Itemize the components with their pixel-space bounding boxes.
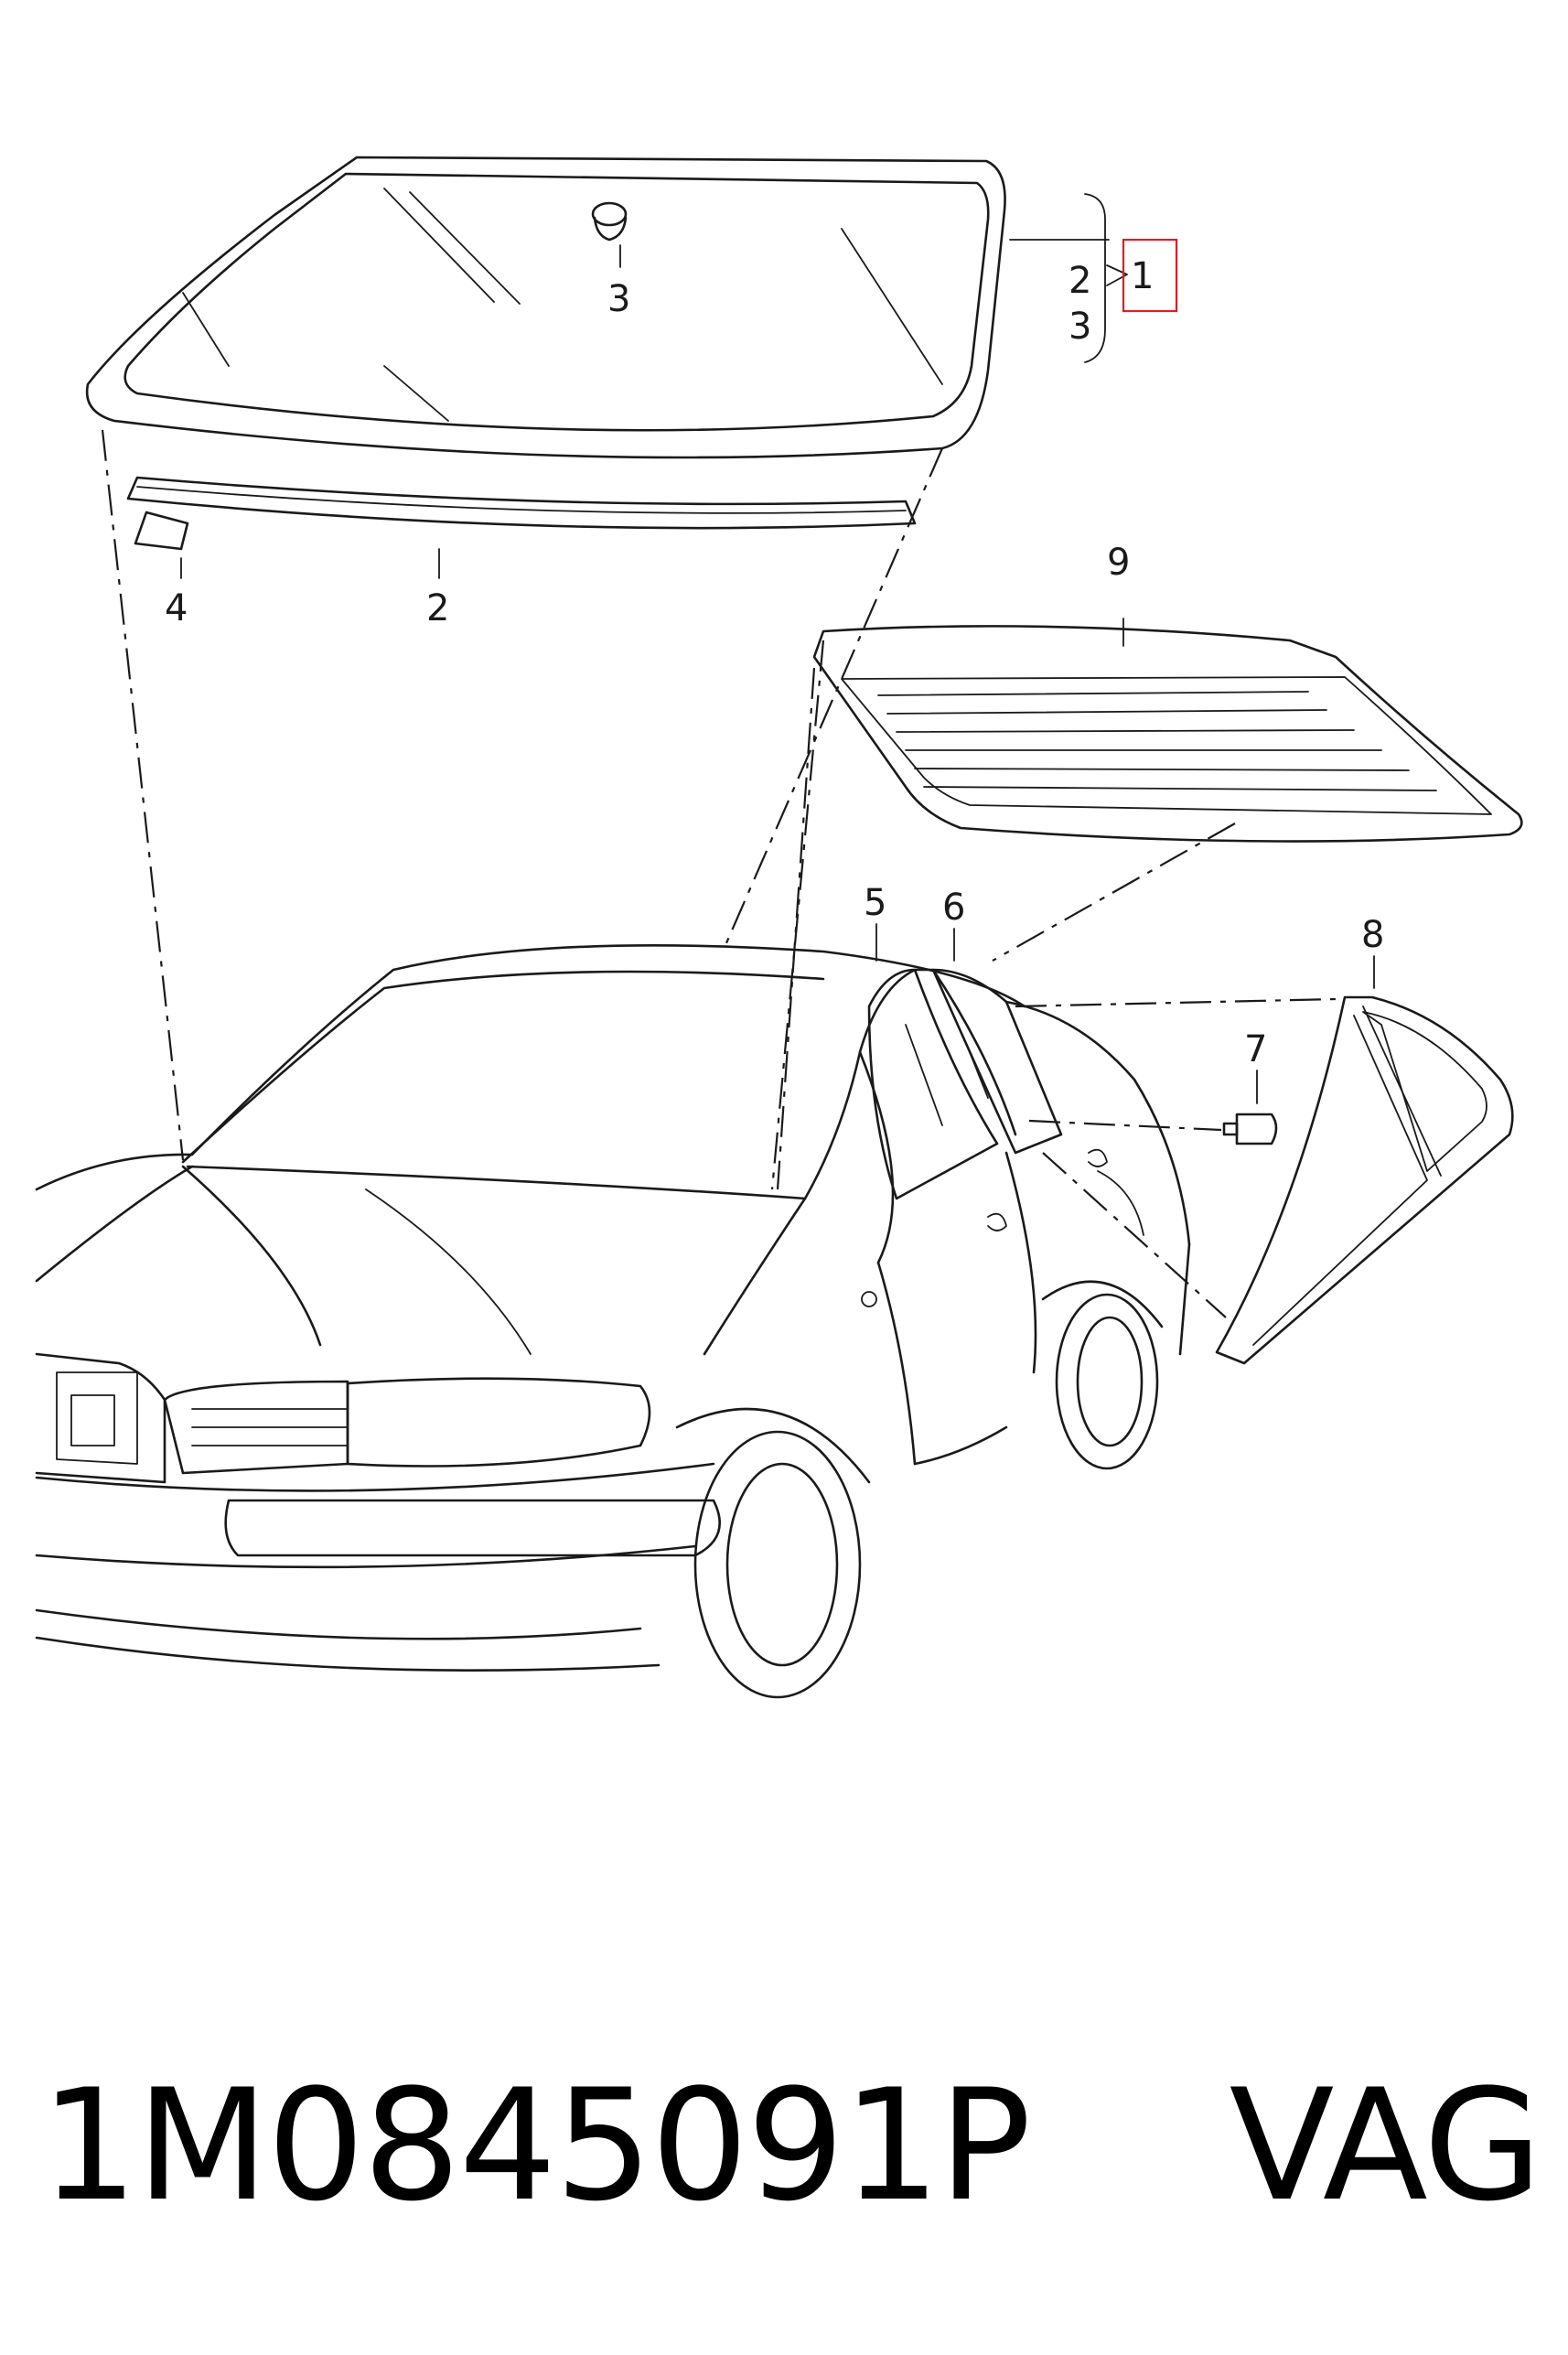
- bracket-item-3: 3: [1069, 306, 1091, 348]
- part-number: 1M0845091P: [40, 2056, 1031, 2235]
- brand-name: VAG: [1229, 2056, 1542, 2235]
- bracket-group: [1009, 193, 1110, 363]
- callout-quarter-glass: 8: [1361, 914, 1384, 956]
- screw-part: [1028, 1070, 1278, 1145]
- quarter-glass-part: [1215, 955, 1514, 1365]
- callout-front-door-glass: 5: [864, 882, 886, 924]
- rear-window-glass: [812, 618, 1523, 843]
- windshield-glass: [85, 156, 1006, 459]
- highlight-box: [1122, 238, 1178, 313]
- footer: 1M0845091P VAG: [40, 2045, 1542, 2246]
- windshield-clip-part: [591, 201, 628, 268]
- callout-seal-strip: 2: [426, 587, 449, 629]
- seal-strip-part: [126, 476, 917, 579]
- car-body: [35, 944, 1191, 1699]
- callout-rear-door-glass: 6: [942, 887, 965, 929]
- bracket-parent-number: 1: [1131, 255, 1154, 297]
- callout-rear-window: 9: [1107, 542, 1130, 584]
- mirror-mount-part: [134, 511, 189, 579]
- callout-screw: 7: [1244, 1028, 1267, 1070]
- callout-windshield-clip: 3: [607, 278, 630, 320]
- callout-mirror-mount: 4: [165, 587, 188, 629]
- bracket-item-2: 2: [1069, 260, 1091, 302]
- bracket-arrow-icon: [1106, 264, 1128, 286]
